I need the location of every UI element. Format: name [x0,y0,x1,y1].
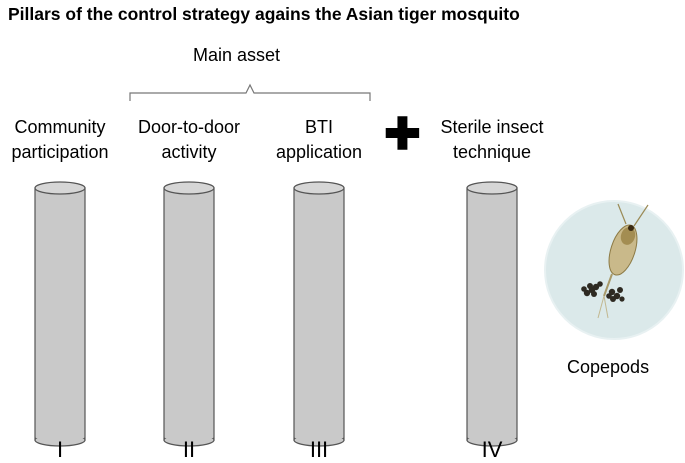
pillar-label-3-line2: application [275,142,363,162]
pillar-label-1: Community participation [0,115,120,165]
main-asset-bracket [129,83,371,101]
pillar-label-3: BTI application [264,115,374,165]
pillar-label-1-line2: participation [11,142,109,162]
pillar-numeral-2: II [182,437,196,462]
diagram-title: Pillars of the control strategy agains t… [8,4,520,24]
plus-icon: ✚ [384,110,421,159]
pillar-label-4: Sterile insect technique [427,115,557,165]
pillar-label-4-line2: technique [452,142,532,162]
pillar-numeral-1: I [56,437,64,462]
pillar-cylinder-3 [293,181,345,447]
pillar-label-2-line1: Door-to-door [137,117,241,137]
pillar-label-3-line1: BTI [304,117,333,137]
copepods-label: Copepods [567,357,650,377]
pillar-cylinder-1 [34,181,86,447]
pillar-label-1-line1: Community [14,117,106,137]
pillar-numeral-4: IV [481,437,503,462]
pillar-cylinder-2 [163,181,215,447]
main-asset-label: Main asset [193,45,281,65]
copepod-photo [544,200,684,340]
pillar-label-2-line2: activity [161,142,217,162]
pillar-label-4-line1: Sterile insect [440,117,544,137]
pillar-label-2: Door-to-door activity [124,115,254,165]
pillar-numeral-3: III [309,437,329,462]
pillar-cylinder-4 [466,181,518,447]
